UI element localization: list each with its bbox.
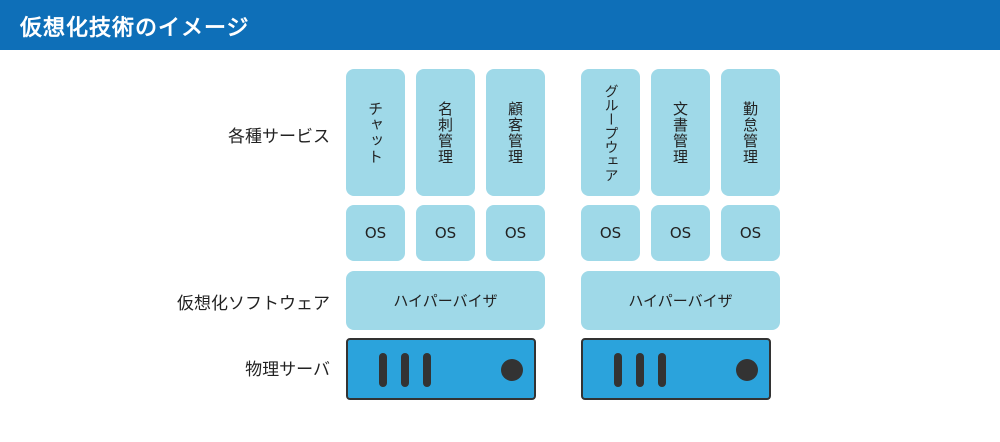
os-label: OS: [504, 224, 527, 242]
service-box: 勤怠管理: [721, 69, 780, 196]
server-slot: [614, 353, 622, 387]
os-box: OS: [346, 205, 405, 261]
server-slot: [658, 353, 666, 387]
label-virtualization: 仮想化ソフトウェア: [177, 294, 330, 314]
service-box: 文書管理: [651, 69, 710, 196]
service-label: 顧客管理: [506, 100, 524, 165]
server-slot: [379, 353, 387, 387]
page-title: 仮想化技術のイメージ: [20, 16, 250, 41]
service-label: 名刺管理: [436, 100, 454, 165]
os-box: OS: [721, 205, 780, 261]
os-box: OS: [416, 205, 475, 261]
os-label: OS: [364, 224, 387, 242]
service-label: 勤怠管理: [741, 100, 759, 165]
hypervisor-box: ハイパーバイザ: [581, 271, 780, 330]
label-services: 各種サービス: [228, 127, 330, 147]
service-box: グループウェア: [581, 69, 640, 196]
label-physical: 物理サーバ: [245, 360, 330, 380]
server-slot: [636, 353, 644, 387]
service-label: 文書管理: [671, 100, 689, 165]
physical-server: [581, 338, 771, 400]
physical-server: [346, 338, 536, 400]
os-label: OS: [434, 224, 457, 242]
server-slot: [401, 353, 409, 387]
power-indicator-icon: [736, 359, 758, 381]
power-indicator-icon: [501, 359, 523, 381]
hypervisor-label: ハイパーバイザ: [628, 292, 733, 310]
server-slot: [423, 353, 431, 387]
hypervisor-label: ハイパーバイザ: [393, 292, 498, 310]
service-label: グループウェア: [602, 83, 619, 182]
hypervisor-box: ハイパーバイザ: [346, 271, 545, 330]
os-box: OS: [651, 205, 710, 261]
header-bar: 仮想化技術のイメージ: [0, 0, 1000, 50]
os-label: OS: [739, 224, 762, 242]
os-label: OS: [599, 224, 622, 242]
service-box: チャット: [346, 69, 405, 196]
service-label: チャット: [366, 100, 384, 165]
service-box: 顧客管理: [486, 69, 545, 196]
os-label: OS: [669, 224, 692, 242]
service-box: 名刺管理: [416, 69, 475, 196]
os-box: OS: [581, 205, 640, 261]
os-box: OS: [486, 205, 545, 261]
